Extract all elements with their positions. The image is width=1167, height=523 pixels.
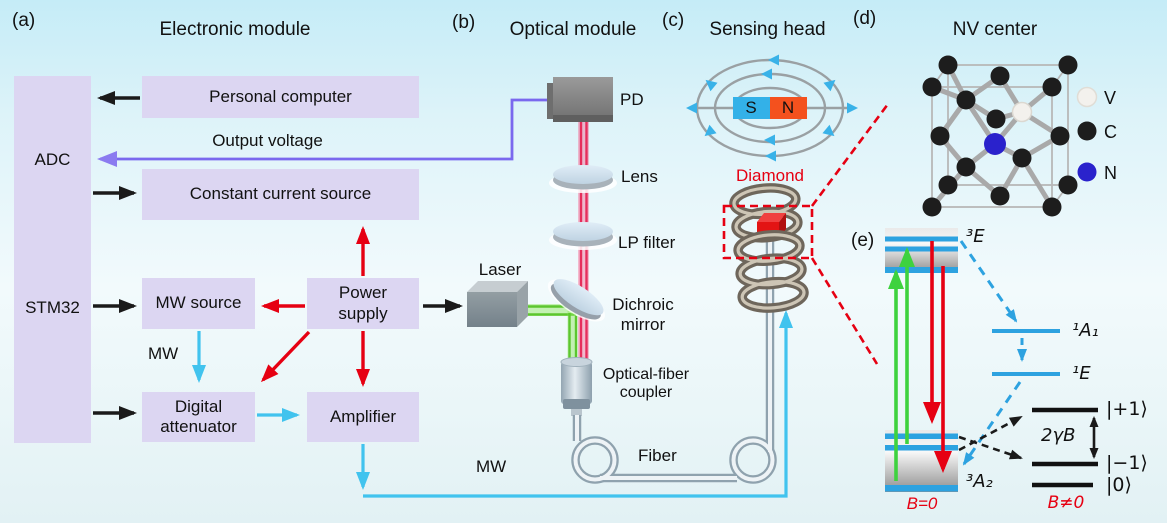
b-zero-label: B=0 <box>906 494 938 513</box>
power-supply-label: Power supply <box>338 283 388 323</box>
lens-optic <box>549 165 617 193</box>
diamond-label: Diamond <box>735 166 805 185</box>
power-supply-box: Power supply <box>307 278 419 329</box>
legend-n-label: N <box>1104 163 1117 183</box>
microwave-arrows <box>192 310 793 498</box>
panel-d-title: NV center <box>952 19 1038 40</box>
lp-filter-optic <box>549 222 617 250</box>
constant-current-source-label: Constant current source <box>189 184 372 204</box>
mw-label-a: MW <box>148 344 179 363</box>
singlet-levels <box>992 329 1060 376</box>
nv-lattice <box>922 55 1098 217</box>
green-laser-beam <box>528 304 578 366</box>
singlet-lower-label: ¹E <box>1072 363 1091 384</box>
zeeman-split-dashes <box>958 415 1023 460</box>
dichroic-mirror-optic <box>547 279 605 322</box>
lens-label: Lens <box>621 167 658 186</box>
panel-e-tag: (e) <box>851 230 875 251</box>
mw-coil <box>729 183 809 313</box>
pd-label: PD <box>620 90 644 109</box>
magnet-south-label: S <box>745 98 757 117</box>
laser-head <box>467 281 528 327</box>
ket-zero-label: |0⟩ <box>1106 474 1132 496</box>
digital-attenuator-label: Digital attenuator <box>160 396 237 436</box>
amplifier-box: Amplifier <box>307 392 419 442</box>
stm32-chip-box <box>14 76 91 443</box>
carbon-atoms <box>922 55 1078 217</box>
isc-arrows <box>959 240 1027 466</box>
adc-label: ADC <box>34 150 71 169</box>
legend-swatches <box>1076 86 1098 182</box>
zoom-callout <box>722 103 890 365</box>
panel-b-tag: (b) <box>452 12 476 33</box>
mw-source-label: MW source <box>155 293 242 313</box>
spin-levels <box>1032 407 1098 488</box>
personal-computer-label: Personal computer <box>209 86 352 106</box>
black-signal-arrows <box>93 91 463 420</box>
panel-a-title: Electronic module <box>159 19 311 40</box>
constant-current-source-box: Constant current source <box>142 169 419 220</box>
panel-d-tag: (d) <box>853 8 877 29</box>
output-voltage-label: Output voltage <box>212 131 323 150</box>
field-arrowheads <box>686 54 858 162</box>
digital-attenuator-box: Digital attenuator <box>142 392 255 442</box>
photodiode <box>547 77 613 122</box>
laser-label: Laser <box>478 260 522 279</box>
magnet-north-label: N <box>781 98 795 117</box>
optical-fiber <box>571 240 777 484</box>
excitation-arrows <box>888 247 915 481</box>
emission-arrows <box>923 241 952 473</box>
bar-magnet <box>733 97 807 119</box>
mw-label-b: MW <box>476 457 507 476</box>
fiber-coupler <box>560 357 593 416</box>
power-arrows <box>260 226 370 387</box>
singlet-upper-label: ¹A₁ <box>1072 320 1099 341</box>
fiber-label: Fiber <box>638 446 677 465</box>
zeeman-splitting-label: 2γB <box>1041 425 1076 446</box>
panel-c-title: Sensing head <box>709 19 826 40</box>
energy-diagram <box>885 228 1099 492</box>
panel-c-tag: (c) <box>662 10 685 31</box>
stm32-label: STM32 <box>25 298 80 317</box>
excited-state-label: ³E <box>966 226 985 247</box>
amplifier-label: Amplifier <box>329 406 397 426</box>
ket-plus-label: |+1⟩ <box>1106 398 1148 420</box>
dichroic-mirror-label: Dichroic mirror <box>612 295 674 334</box>
ground-state-label: ³A₂ <box>966 471 993 492</box>
ket-minus-label: |−1⟩ <box>1106 452 1148 474</box>
fiber-coupler-label: Optical-fiber coupler <box>602 366 690 402</box>
b-nonzero-label: B≠0 <box>1047 493 1085 513</box>
legend-v-label: V <box>1104 88 1117 108</box>
nitrogen-atom <box>984 133 1006 155</box>
legend-c-label: C <box>1104 122 1117 142</box>
lp-filter-label: LP filter <box>618 233 676 252</box>
personal-computer-box: Personal computer <box>142 76 419 118</box>
panel-b-title: Optical module <box>509 19 637 40</box>
output-voltage-line <box>97 98 551 167</box>
vacancy-atom <box>1011 101 1033 123</box>
mw-source-box: MW source <box>142 278 255 329</box>
panel-a-tag: (a) <box>12 10 36 31</box>
